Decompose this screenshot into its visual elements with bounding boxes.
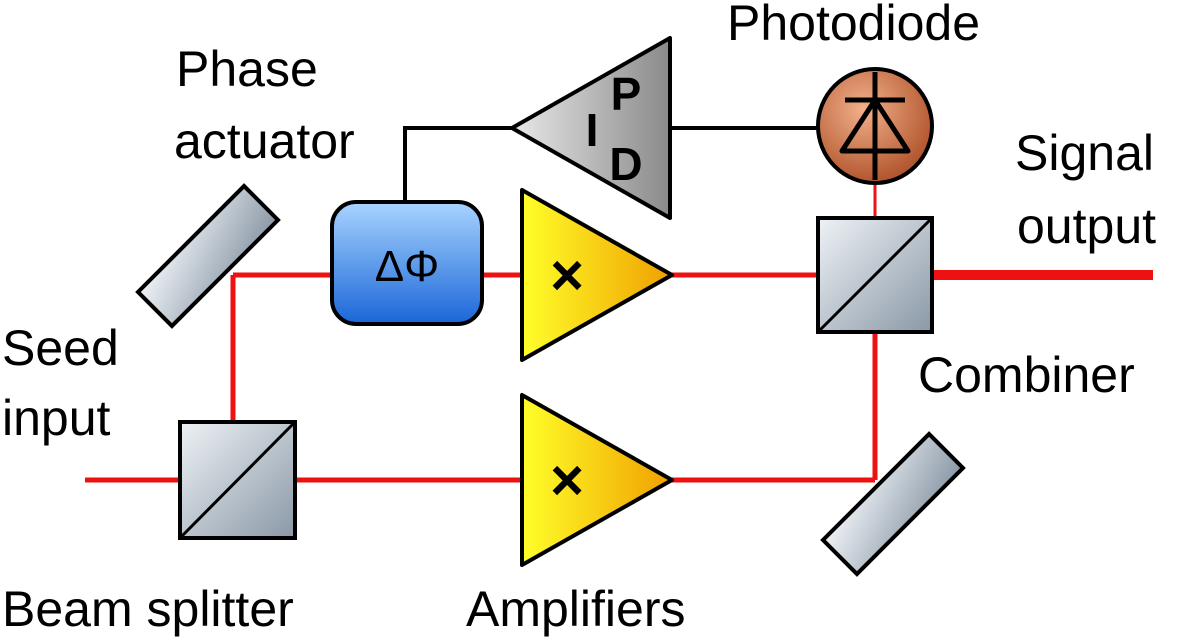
- lower-amplifier-multiply-icon: ×: [550, 448, 584, 513]
- phase-shift-symbol: ΔΦ: [375, 242, 440, 291]
- photodiode-label: Photodiode: [727, 0, 980, 51]
- pid-i-label: I: [586, 104, 599, 156]
- beam-splitter-cube: [178, 420, 297, 540]
- combiner-cube: [816, 216, 934, 334]
- amplifiers-label: Amplifiers: [466, 581, 685, 637]
- pid-controller: I P D: [510, 36, 672, 220]
- photodiode: [816, 67, 934, 185]
- phase-label: Phase: [176, 41, 318, 97]
- upper-amplifier: ×: [520, 188, 674, 362]
- feedback-wires: [403, 126, 818, 202]
- pid-d-label: D: [609, 138, 642, 190]
- upper-amplifier-multiply-icon: ×: [550, 243, 584, 308]
- pid-p-label: P: [611, 68, 642, 120]
- input-label: input: [2, 390, 111, 446]
- controller-to-actuator-wire: [403, 126, 512, 202]
- lower-amplifier: ×: [520, 393, 674, 567]
- beam-splitter-label: Beam splitter: [2, 581, 294, 637]
- seed-label: Seed: [2, 320, 119, 376]
- beam-paths: [85, 182, 878, 483]
- actuator-label: actuator: [174, 113, 355, 169]
- diode-icon: [839, 72, 911, 180]
- lower-right-mirror: [820, 431, 966, 577]
- upper-left-mirror: [135, 183, 281, 329]
- phase-actuator: ΔΦ: [330, 200, 484, 326]
- signal-label: Signal: [1015, 125, 1154, 181]
- combiner-label: Combiner: [918, 347, 1135, 403]
- output-label: output: [1017, 198, 1156, 254]
